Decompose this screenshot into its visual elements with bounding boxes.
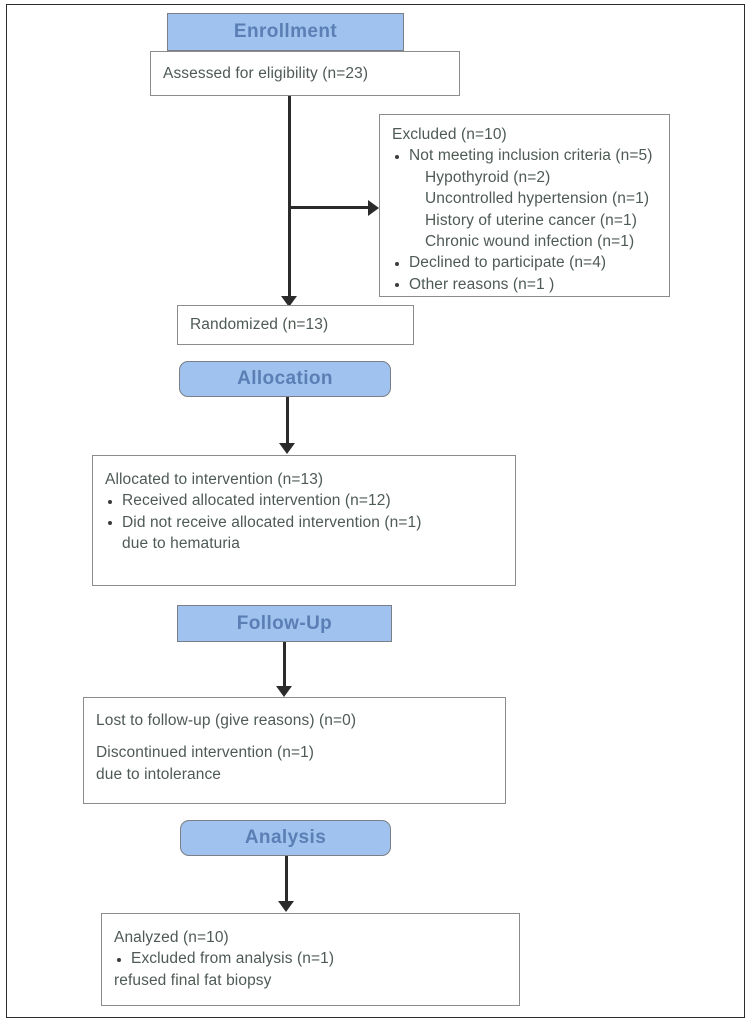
excluded-item-other-reasons: Other reasons (n=1 ) bbox=[392, 274, 657, 295]
excluded-sub-uterine-cancer: History of uterine cancer (n=1) bbox=[425, 211, 638, 229]
banner-enrollment: Enrollment bbox=[167, 13, 404, 51]
arrowhead-to-followup-box bbox=[276, 686, 292, 697]
assessed-eligibility-text: Assessed for eligibility (n=23) bbox=[163, 64, 369, 82]
figure-frame bbox=[6, 4, 745, 1018]
connector-allocation bbox=[286, 397, 289, 448]
banner-analysis-label: Analysis bbox=[244, 827, 327, 848]
excluded-sub-hypothyroid: Hypothyroid (n=2) bbox=[425, 168, 551, 186]
followup-lost-text: Lost to follow-up (give reasons) (n=0) bbox=[96, 712, 357, 729]
analyzed-list: Excluded from analysis (n=1) bbox=[114, 948, 507, 969]
box-excluded: Excluded (n=10) Not meeting inclusion cr… bbox=[379, 114, 670, 297]
box-allocated: Allocated to intervention (n=13) Receive… bbox=[92, 455, 516, 586]
spacer bbox=[96, 731, 493, 742]
bullet-icon bbox=[395, 154, 399, 159]
connector-branch-excluded bbox=[288, 206, 373, 209]
allocated-list: Received allocated intervention (n=12) D… bbox=[105, 490, 503, 533]
bullet-icon bbox=[108, 521, 112, 526]
analyzed-continuation: refused final fat biopsy bbox=[114, 971, 272, 989]
analyzed-title: Analyzed (n=10) bbox=[114, 929, 229, 946]
analyzed-item-excluded: Excluded from analysis (n=1) bbox=[114, 948, 507, 969]
excluded-title: Excluded (n=10) bbox=[392, 126, 507, 143]
banner-enrollment-label: Enrollment bbox=[233, 21, 338, 42]
followup-discontinued-text: Discontinued intervention (n=1) bbox=[96, 744, 315, 762]
banner-allocation-label: Allocation bbox=[237, 368, 333, 389]
arrowhead-to-allocated bbox=[279, 443, 295, 454]
bullet-icon bbox=[395, 261, 399, 266]
excluded-sub-wound-infection: Chronic wound infection (n=1) bbox=[425, 232, 635, 250]
bullet-icon bbox=[117, 957, 121, 962]
allocated-title: Allocated to intervention (n=13) bbox=[105, 471, 324, 488]
allocated-item-received: Received allocated intervention (n=12) bbox=[105, 490, 503, 511]
arrowhead-to-analyzed bbox=[278, 901, 294, 912]
banner-analysis: Analysis bbox=[180, 820, 391, 856]
bullet-icon bbox=[395, 283, 399, 288]
box-randomized: Randomized (n=13) bbox=[177, 305, 414, 345]
connector-followup bbox=[283, 642, 286, 691]
excluded-item-not-meeting-criteria: Not meeting inclusion criteria (n=5) bbox=[392, 145, 657, 166]
box-assessed-for-eligibility: Assessed for eligibility (n=23) bbox=[150, 51, 460, 96]
excluded-item-declined: Declined to participate (n=4) bbox=[392, 252, 657, 273]
excluded-list-tail: Declined to participate (n=4) Other reas… bbox=[392, 252, 657, 295]
banner-allocation: Allocation bbox=[179, 361, 391, 397]
excluded-sub-hypertension: Uncontrolled hypertension (n=1) bbox=[425, 190, 650, 208]
allocated-item-not-received: Did not receive allocated intervention (… bbox=[105, 512, 503, 533]
connector-enrollment-trunk bbox=[288, 96, 291, 301]
followup-discontinued-reason: due to intolerance bbox=[96, 765, 222, 783]
banner-followup-label: Follow-Up bbox=[236, 612, 333, 634]
excluded-list: Not meeting inclusion criteria (n=5) bbox=[392, 145, 657, 166]
banner-followup: Follow-Up bbox=[177, 605, 392, 642]
box-analyzed: Analyzed (n=10) Excluded from analysis (… bbox=[101, 913, 520, 1006]
randomized-text: Randomized (n=13) bbox=[190, 316, 329, 334]
connector-analysis bbox=[285, 856, 288, 906]
box-followup-detail: Lost to follow-up (give reasons) (n=0) D… bbox=[83, 697, 506, 804]
allocated-continuation: due to hematuria bbox=[122, 535, 240, 553]
bullet-icon bbox=[108, 499, 112, 504]
arrowhead-to-randomized bbox=[281, 296, 297, 307]
arrowhead-to-excluded bbox=[368, 200, 379, 216]
